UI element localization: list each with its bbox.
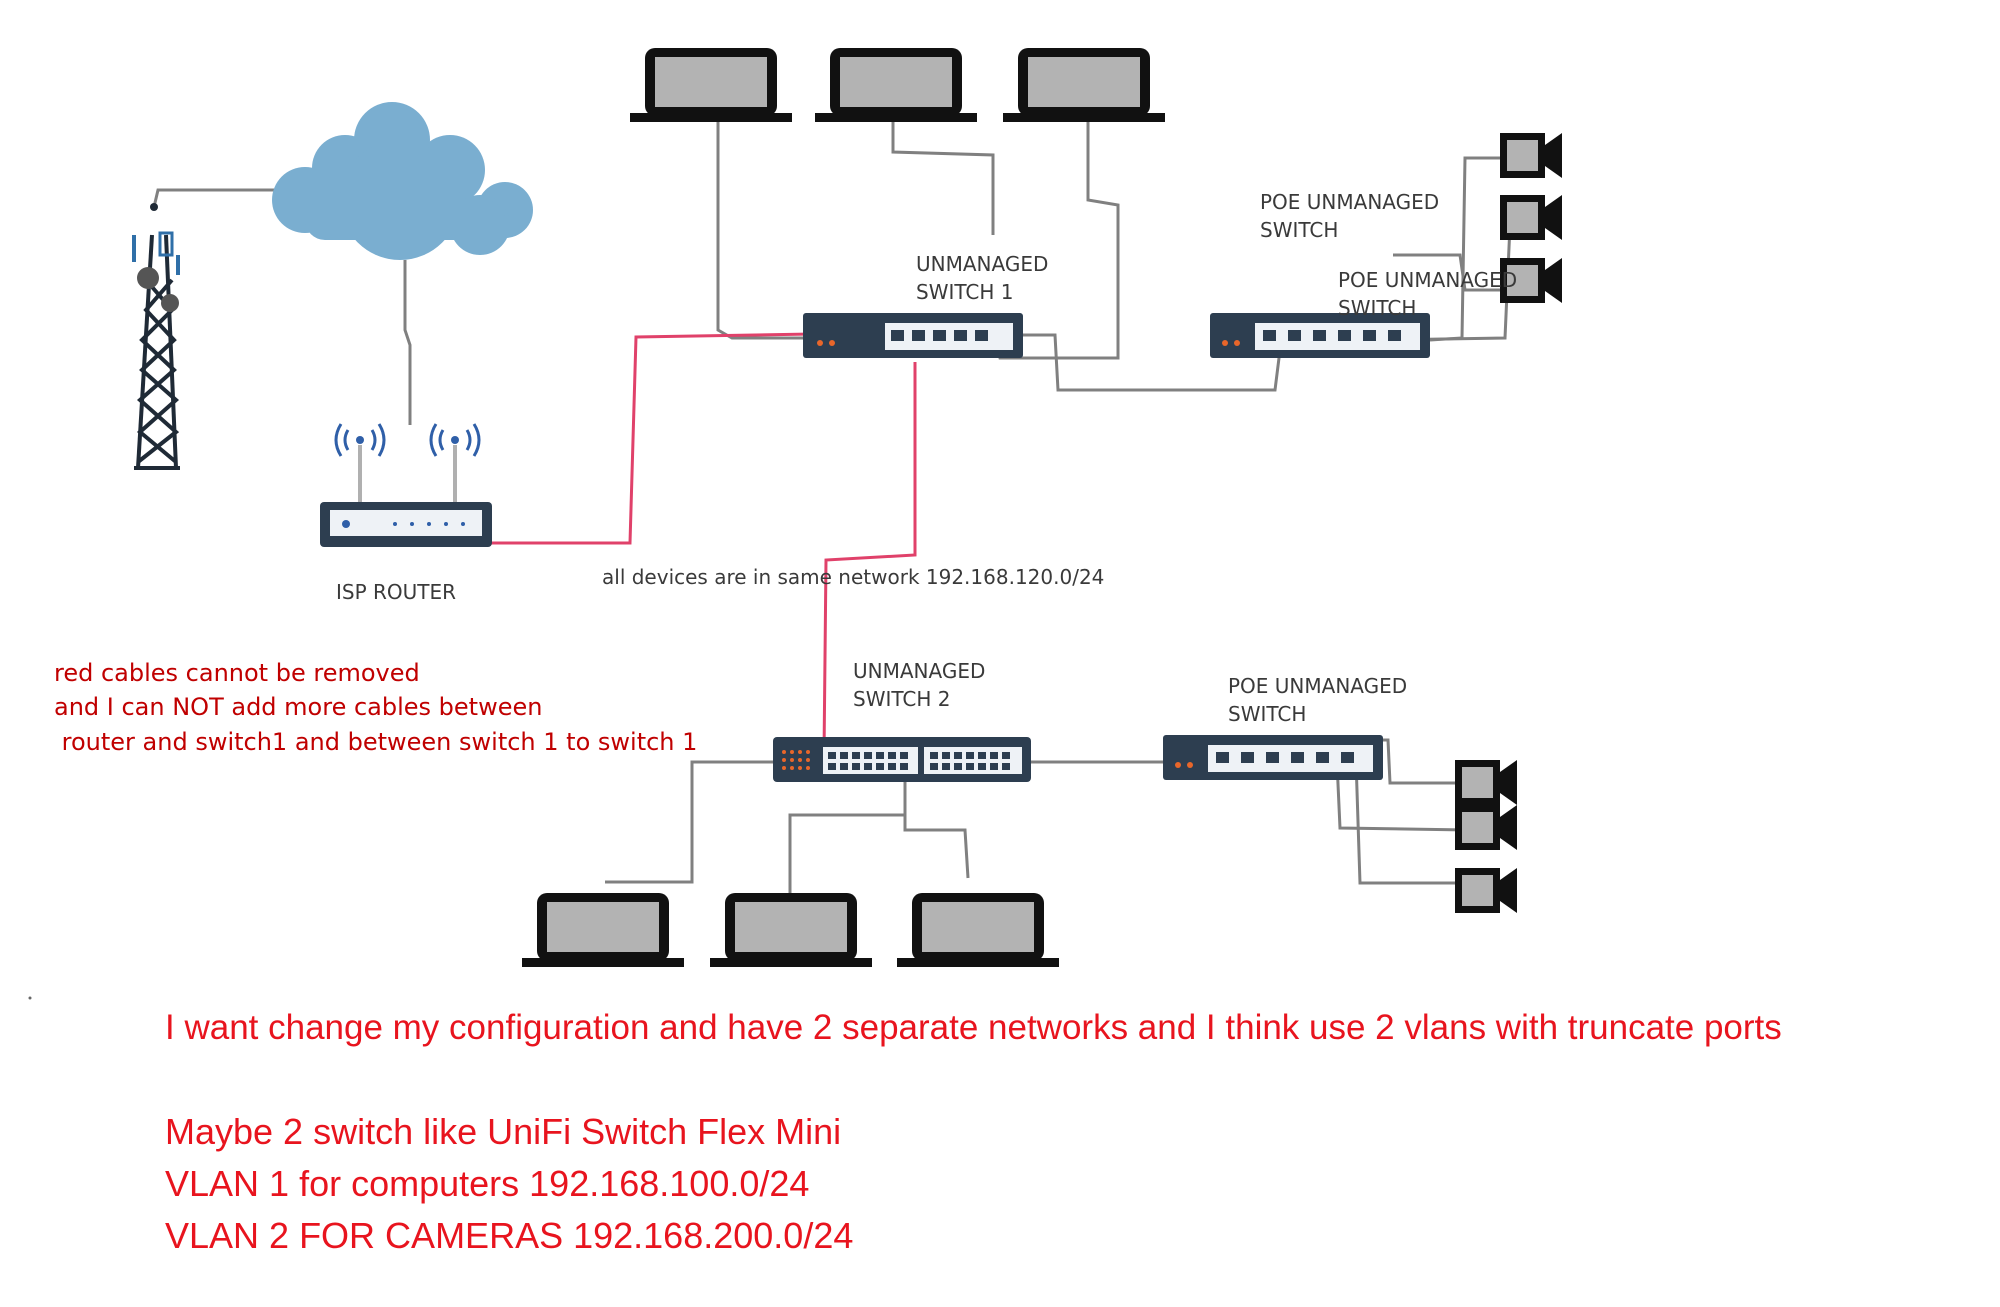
camera-icon: [1500, 258, 1562, 303]
red-note-line3: router and switch1 and between switch 1 …: [54, 728, 698, 756]
laptop-icon: [710, 893, 872, 967]
poe-top-camera1-cable: [1429, 156, 1500, 342]
red-cables: [392, 331, 917, 756]
switch1-label-line2: SWITCH 1: [916, 280, 1014, 304]
request-line3: VLAN 1 for computers 192.168.100.0/24: [165, 1163, 810, 1204]
camera-icon: [1455, 868, 1517, 913]
poe-bottom-camera3-cable: [1354, 759, 1460, 885]
poe-top-duplicate-label-line1: POE UNMANAGED: [1338, 268, 1518, 292]
cloud-router-link: [403, 260, 412, 425]
switch1-poe-top-cable: [1000, 333, 1282, 392]
laptop-icon: [522, 893, 684, 967]
isp-router-icon: [320, 423, 492, 547]
camera-icon: [1455, 805, 1517, 850]
laptop-icon: [1003, 48, 1165, 122]
red-note-line1: red cables cannot be removed: [54, 659, 420, 687]
switch2-laptop6-cable: [903, 780, 970, 879]
laptop-icon: [630, 48, 792, 122]
unmanaged-switch-2-icon: [773, 737, 1031, 782]
request-line2: Maybe 2 switch like UniFi Switch Flex Mi…: [165, 1106, 841, 1158]
gray-cables: [152, 72, 1540, 895]
poe-switch-top-icon: [1210, 313, 1430, 358]
poe-top-label-line1: POE UNMANAGED: [1260, 190, 1440, 214]
camera-icon: [1500, 195, 1562, 240]
tower-cloud-link: [152, 188, 285, 208]
poe-top-label-line2: SWITCH: [1260, 218, 1339, 242]
laptop-icon: [897, 893, 1059, 967]
same-network-label: all devices are in same network 192.168.…: [602, 565, 1105, 589]
switch2-laptop4-cable: [605, 760, 775, 884]
stray-dot: [28, 996, 32, 1000]
router-switch1-red-cable: [392, 331, 871, 545]
request-line4: VLAN 2 FOR CAMERAS 192.168.200.0/24: [165, 1215, 854, 1256]
poe-bottom-label-line1: POE UNMANAGED: [1228, 674, 1408, 698]
switch1-switch2-red-cable: [822, 362, 917, 756]
switch1-label-line1: UNMANAGED: [916, 252, 1049, 276]
poe-bottom-label-line2: SWITCH: [1228, 702, 1307, 726]
unmanaged-switch-1-icon: [803, 313, 1023, 358]
red-note-line2: and I can NOT add more cables between: [54, 693, 543, 721]
switch2-label-line2: SWITCH 2: [853, 687, 951, 711]
laptop-icon: [815, 48, 977, 122]
request-line1: I want change my configuration and have …: [165, 1008, 1782, 1047]
cell-tower-icon: [132, 203, 180, 470]
request-line2-prefix: Maybe 2 switch like: [165, 1111, 488, 1152]
switch2-label-line1: UNMANAGED: [853, 659, 986, 683]
request-line2-product: UniFi Switch Flex Mini: [487, 1111, 842, 1152]
isp-router-label: ISP ROUTER: [336, 580, 457, 604]
poe-top-duplicate-label-line2: SWITCH: [1338, 296, 1417, 320]
camera-icon: [1500, 133, 1562, 178]
poe-switch-bottom-icon: [1163, 735, 1383, 780]
camera-icon: [1455, 760, 1517, 805]
switch2-laptop5-cable: [788, 780, 907, 895]
internet-cloud-icon: [272, 102, 533, 260]
